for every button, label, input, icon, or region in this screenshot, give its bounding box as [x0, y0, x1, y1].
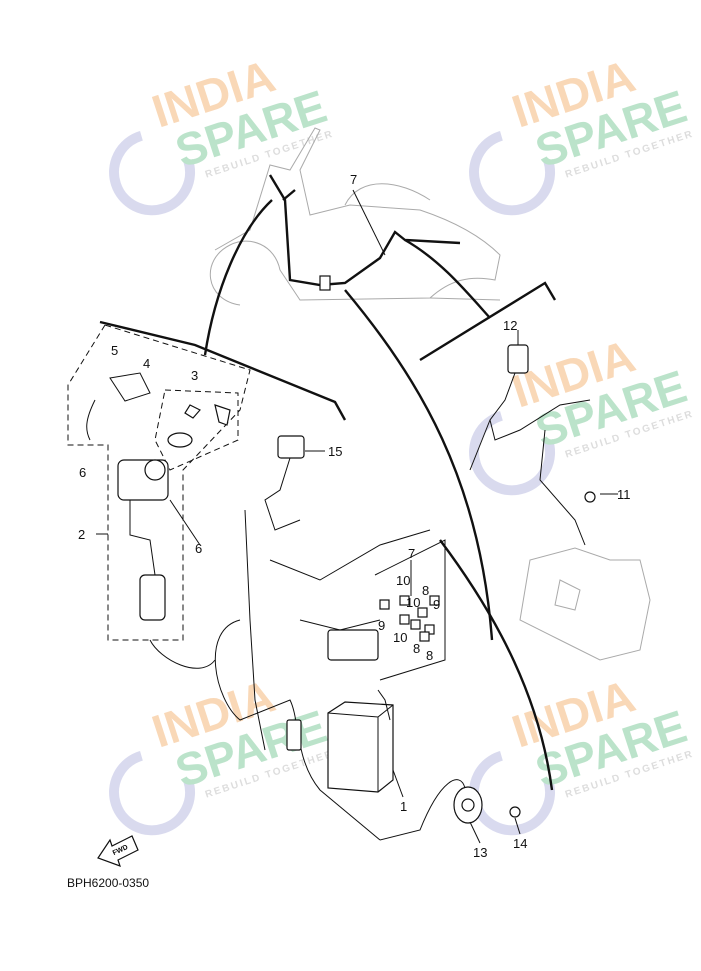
fuses	[379, 595, 440, 642]
callout-15: 15	[328, 444, 342, 459]
main-harness	[268, 174, 461, 291]
callout-14: 14	[513, 836, 527, 851]
callout-1: 1	[400, 799, 407, 814]
callout-9: 9	[378, 618, 385, 633]
callout-10: 10	[396, 573, 410, 588]
callout-8: 8	[422, 583, 429, 598]
callout-7: 7	[350, 172, 357, 187]
callout-leaders	[96, 330, 618, 844]
callout-6: 6	[195, 541, 202, 556]
right-harness	[469, 344, 596, 546]
callout-3: 3	[191, 368, 198, 383]
harness-lower	[149, 435, 431, 841]
leader-curve	[344, 289, 494, 641]
callouts: 7 12 5 4 3 15 6 11 2 6 7 10 8 10 9 9 10 …	[78, 172, 631, 860]
callout-10: 10	[406, 595, 420, 610]
callout-12: 12	[503, 318, 517, 333]
fwd-arrow-icon: FWD	[97, 835, 139, 867]
callout-9: 9	[433, 597, 440, 612]
leader-curve	[404, 238, 491, 319]
callout-8: 8	[426, 648, 433, 663]
section-line	[419, 281, 557, 362]
callout-8: 8	[413, 641, 420, 656]
battery	[327, 689, 394, 793]
callout-13: 13	[473, 845, 487, 860]
callout-4: 4	[143, 356, 150, 371]
callout-10: 10	[393, 630, 407, 645]
group-box-3	[154, 389, 239, 471]
horn	[379, 779, 521, 841]
callout-11: 11	[617, 487, 631, 502]
callout-6: 6	[79, 465, 86, 480]
callout-5: 5	[111, 343, 118, 358]
engine-outline	[519, 547, 651, 661]
fuse-bracket	[374, 539, 446, 681]
callout-7: 7	[408, 546, 415, 561]
callout-2: 2	[78, 527, 85, 542]
diagram-code: BPH6200-0350	[67, 876, 150, 890]
ignition-switch	[86, 372, 231, 621]
section-line	[439, 539, 554, 791]
leader-curve	[203, 199, 273, 356]
group-box-2	[67, 324, 251, 641]
section-line	[99, 320, 347, 421]
